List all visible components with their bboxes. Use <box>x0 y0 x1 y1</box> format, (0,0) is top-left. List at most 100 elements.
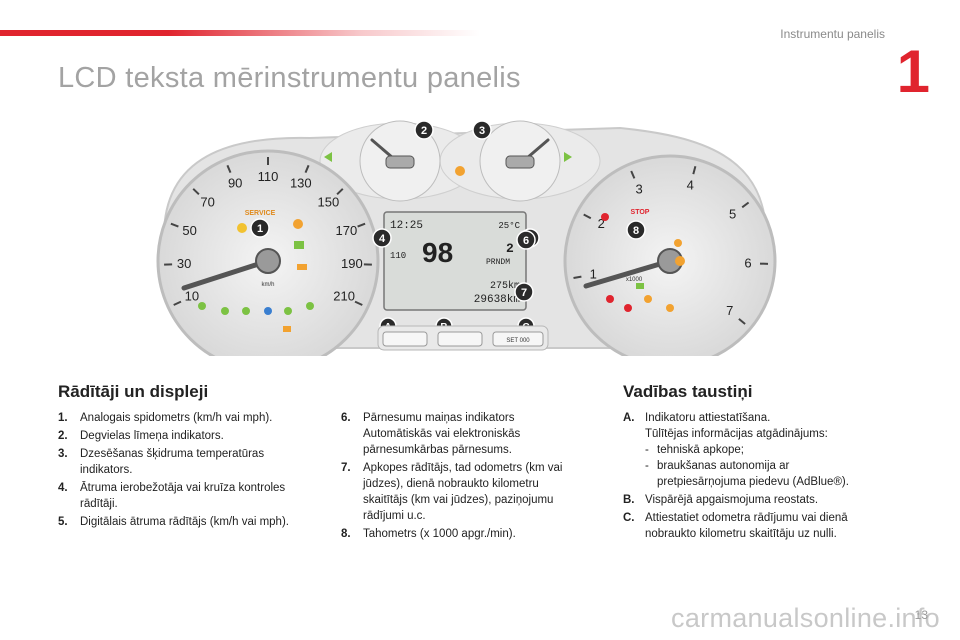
item-text: Apkopes rādītājs, tad odometrs (km vai j… <box>363 462 563 522</box>
chapter-number: 1 <box>896 38 930 105</box>
indicator-item-cont-2: 7. Apkopes rādītājs, tad odometrs (km vai… <box>341 460 581 524</box>
item-text: Pārnesumu maiņas indikators Automātiskās… <box>363 412 521 456</box>
callout-label: 3 <box>479 125 485 137</box>
tachometer-tick-label: 6 <box>744 255 751 270</box>
item-text: Ātruma ierobežotāja vai kruīza kontroles… <box>80 482 286 510</box>
heading-controls: Vadības taustiņi <box>623 382 753 401</box>
tachometer-tick-label: 7 <box>726 303 733 318</box>
item-number: 7. <box>341 462 351 474</box>
callout-label: 8 <box>633 225 639 237</box>
tachometer-tick-label: 2 <box>598 216 605 231</box>
set-button-label: SET 000 <box>506 338 530 344</box>
speedometer-tick-label: 190 <box>341 256 363 271</box>
item-text: Degvielas līmeņa indikators. <box>80 430 224 442</box>
lcd-gearbox-mode: PRNDM <box>486 258 510 267</box>
indicator-item-1: 1.Analogais spidometrs (km/h vai mph). <box>58 410 313 426</box>
callout-circle <box>250 218 270 238</box>
tachometer-tick-label-mark <box>630 170 636 179</box>
callout-circle <box>414 120 434 140</box>
speedometer-tick-label: 170 <box>336 223 358 238</box>
callout-label: 6 <box>523 235 529 247</box>
callout-label: 7 <box>521 287 527 299</box>
speedometer-unit: km/h <box>261 282 274 288</box>
callout-circle <box>372 228 392 248</box>
lcd-digital-speed: 98 <box>422 237 453 268</box>
lcd-gear: 2 <box>506 241 514 256</box>
speedometer-tick-label-mark <box>170 222 179 228</box>
speedometer-tick-label-mark <box>173 300 182 306</box>
control-item-c: C. Attiestatiet odometra rādījumu vai di… <box>623 512 848 540</box>
control-a-sub1: tehniskā apkope; <box>645 442 878 458</box>
tachometer-unit: x1000 <box>626 277 643 283</box>
item-text: Dzesēšanas šķidruma temperatūras indikat… <box>80 448 265 476</box>
speedometer-tick-label: 210 <box>333 289 355 304</box>
tachometer-tick-label: 5 <box>729 206 736 221</box>
item-number: 2. <box>58 430 68 442</box>
stop-warning: STOP <box>631 209 650 216</box>
tachometer-tick-label-mark <box>741 201 750 209</box>
tachometer-needle <box>583 258 673 289</box>
control-b-text: Vispārējā apgaismojuma reostats. <box>645 494 819 506</box>
section-name: Instrumentu panelis <box>780 27 885 41</box>
item-number: 5. <box>58 516 68 528</box>
item-text: Analogais spidometrs (km/h vai mph). <box>80 412 273 424</box>
control-c-text: Attiestatiet odometra rādījumu vai dienā… <box>645 512 848 540</box>
lcd-display <box>383 211 527 311</box>
speedometer-tick-label: 70 <box>200 195 214 210</box>
watermark: carmanualsonline.info <box>671 603 940 633</box>
service-warning: SERVICE <box>245 210 276 217</box>
item-text: Digitālais ātruma rādītājs (km/h vai mph… <box>80 516 289 528</box>
callout-circle <box>472 120 492 140</box>
page-number: 13 <box>914 608 928 622</box>
button-c[interactable] <box>492 331 544 347</box>
control-a-text: Indikatoru attiestatīšana. <box>645 412 771 424</box>
button-b[interactable] <box>437 331 483 347</box>
controls-list: A. Indikatoru attiestatīšana. Tūlītējas … <box>623 410 878 544</box>
item-text: Tahometrs (x 1000 apgr./min). <box>363 528 516 540</box>
speedometer-tick-label: 130 <box>290 176 312 191</box>
tachometer-tick-label: 4 <box>687 178 694 193</box>
item-number: 4. <box>58 482 68 494</box>
tachometer-tick-label-mark <box>583 213 592 220</box>
item-number: 6. <box>341 412 351 424</box>
heading-indicators: Rādītāji un displeji <box>58 382 209 401</box>
lcd-clock: 12:25 <box>390 220 423 232</box>
lcd-odometer: 29638km <box>474 294 521 306</box>
indicator-item-cont-3: 8.Tahometrs (x 1000 apgr./min). <box>341 526 581 542</box>
speedometer-tick-label-mark <box>226 164 232 173</box>
callout-label: 1 <box>257 223 263 235</box>
indicator-item-cont-1: 6. Pārnesumu maiņas indikators Automātisk… <box>341 410 581 458</box>
item-number: 3. <box>58 448 68 460</box>
speedometer-tick-label: 50 <box>182 223 196 238</box>
control-item-b: B. Vispārējā apgaismojuma reostats. <box>623 494 819 506</box>
speedometer-tick-label: 30 <box>177 256 191 271</box>
speedometer-tick-label: 90 <box>228 176 242 191</box>
button-a[interactable] <box>382 331 428 347</box>
lcd-trip: 275km <box>490 280 520 292</box>
callout-label: 2 <box>421 125 427 137</box>
control-a-sub2: braukšanas autonomija ar pretpiesārņojum… <box>645 458 878 490</box>
tachometer-tick-label: 3 <box>635 181 642 196</box>
callout-circle <box>516 230 536 250</box>
indicators-list: 1.Analogais spidometrs (km/h vai mph). 2.… <box>58 410 313 532</box>
lcd-temperature: 25°C <box>498 221 520 231</box>
callout-label: 4 <box>379 233 386 245</box>
tachometer-tick-label: 1 <box>590 267 597 282</box>
indicator-item-2: 2. Degvielas līmeņa indikators. <box>58 428 313 444</box>
tachometer-tick-label-mark <box>738 318 746 325</box>
callout-circle <box>626 220 646 240</box>
header-accent-bar <box>0 30 480 36</box>
tachometer-tick-label-mark <box>692 166 697 175</box>
speedometer-tick-label-mark <box>354 300 363 306</box>
speedometer-needle <box>181 258 271 291</box>
page-title: LCD teksta mērinstrumentu panelis <box>58 62 521 94</box>
indicator-item-4: 4. Ātruma ierobežotāja vai kruīza kontrol… <box>58 480 313 512</box>
tachometer-tick-label-mark <box>573 275 582 279</box>
callout-circle <box>514 282 534 302</box>
speedometer-tick-label: 110 <box>258 169 279 184</box>
indicator-item-5: 5. Digitālais ātruma rādītājs (km/h vai m… <box>58 514 313 530</box>
lcd-speed-limit: 110 <box>390 251 406 261</box>
speedometer-tick-label-mark <box>357 222 366 228</box>
speedometer-tick-label: 150 <box>318 195 340 210</box>
